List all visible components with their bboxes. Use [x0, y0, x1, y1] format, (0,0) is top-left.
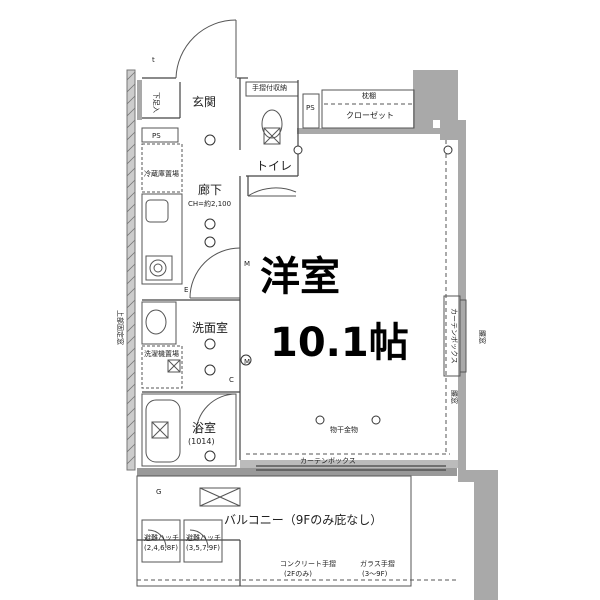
doors [147, 19, 297, 549]
outlet-m [240, 354, 252, 366]
pillar-bottom-right [458, 470, 498, 600]
rail-glass-floors: (3〜9F) [362, 570, 388, 578]
symbol-g: G [156, 488, 161, 496]
rail-concrete-label: コンクリート手摺 [280, 559, 336, 568]
room-bathroom: 浴室 [192, 420, 216, 435]
toilet-note: 手摺付収納 [252, 83, 287, 92]
window-left-label: 上部固定窓 [116, 310, 125, 345]
washer-label: 洗濯機置場 [144, 349, 179, 358]
symbol-e: E [184, 286, 188, 294]
curtain-box-right-label: カーテンボックス [450, 308, 458, 364]
room-corridor: 廊下 [198, 182, 222, 197]
room-washroom: 洗面室 [192, 320, 228, 335]
ps-right-label: PS [306, 104, 315, 112]
hatch-right-label: 避難ハッチ [186, 533, 221, 542]
symbol-m-upper: M [244, 260, 250, 268]
ps-left-label: PS [152, 132, 161, 140]
laundry-hanger-label: 物干金物 [330, 425, 358, 434]
partitions [136, 77, 467, 587]
rail-glass-label: ガラス手摺 [360, 559, 395, 568]
symbol-t: t [152, 56, 155, 64]
window-small-label: 腰窓 [450, 390, 459, 404]
curtain-box-bottom-label: カーテンボックス [300, 457, 356, 465]
shoe-box-label: 下足入 [152, 92, 160, 113]
pillar-top-right [413, 70, 433, 130]
room-toilet: トイレ [256, 159, 292, 173]
corridor-ceiling-height: CH=約2,100 [188, 199, 231, 208]
rail-concrete-floors: (2Fのみ) [284, 570, 312, 578]
closet-label: クローゼット [346, 110, 394, 120]
hatch-left-floors: (2,4,6,8F) [144, 544, 178, 552]
room-entrance: 玄関 [192, 94, 216, 109]
symbol-m-lower: M [244, 358, 250, 366]
hatch-right-floors: (3,5,7,9F) [186, 544, 220, 552]
room-name-western: 洋室 [260, 254, 340, 300]
fridge-label: 冷蔵庫置場 [144, 169, 179, 178]
symbol-c: C [229, 376, 234, 384]
bathroom-size: (1014) [188, 437, 215, 446]
walls [126, 69, 498, 600]
labels: 洋室 10.1帖 玄関 廊下 CH=約2,100 トイレ 洗面室 浴室 (101… [116, 56, 487, 578]
room-balcony: バルコニー（9Fのみ庇なし） [224, 512, 382, 527]
hatch-left-label: 避難ハッチ [144, 533, 179, 542]
lights [204, 134, 453, 462]
room-area: 10.1帖 [270, 320, 409, 366]
window-right-label: 腰窓 [478, 330, 487, 344]
shelf-label: 枕棚 [362, 91, 376, 100]
